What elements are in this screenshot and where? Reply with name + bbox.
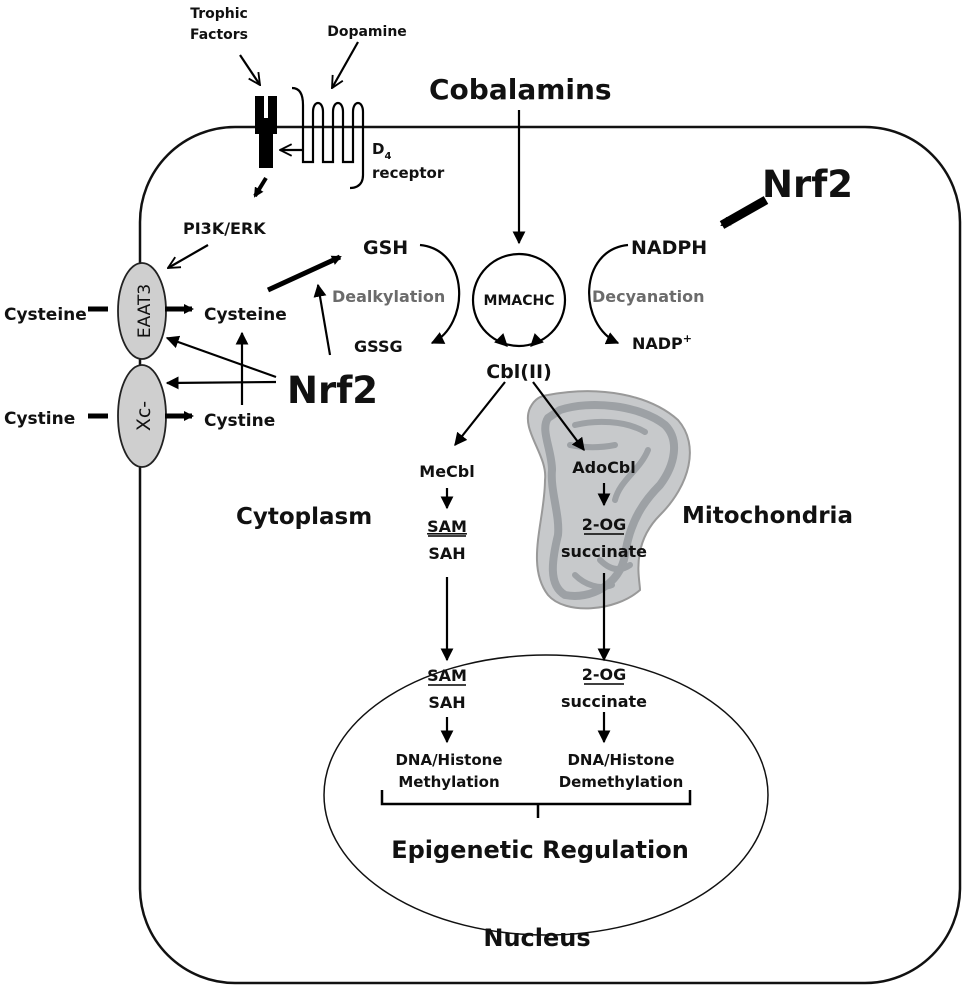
- mmachc-circle: [471, 252, 567, 348]
- d4-label: D4: [372, 140, 391, 162]
- trophic-label-2: Factors: [190, 27, 248, 43]
- mecbl-label: MeCbl: [419, 462, 474, 481]
- dealkylation-label: Dealkylation: [332, 287, 445, 306]
- cell-membrane: [138, 125, 962, 985]
- succinate-nucleus-label: succinate: [561, 692, 647, 711]
- nrf2-top-arrow: [719, 196, 769, 229]
- decyanation-label: Decyanation: [592, 287, 705, 306]
- nrf2-top-label: Nrf2: [762, 163, 853, 206]
- cytoplasm-label: Cytoplasm: [236, 504, 372, 530]
- nadph-label: NADPH: [631, 237, 707, 259]
- adocbl-label: AdoCbl: [572, 458, 636, 477]
- cysteine-to-gsh-arrow: [266, 254, 342, 293]
- cysteine-inside-label: Cysteine: [204, 305, 287, 325]
- sah-nucleus-label: SAH: [428, 693, 465, 712]
- cystine-outside-label: Cystine: [4, 409, 75, 429]
- dopamine-label: Dopamine: [327, 24, 407, 40]
- dna-methylation-label-2: Methylation: [398, 773, 499, 791]
- gssg-label: GSSG: [354, 337, 403, 356]
- nucleus-envelope: [323, 654, 769, 936]
- og-nucleus-label: 2-OG: [582, 665, 627, 684]
- trophic-label-1: Trophic: [190, 6, 248, 22]
- cystine-inside-label: Cystine: [204, 411, 275, 431]
- dna-demethylation-label-1: DNA/Histone: [567, 751, 674, 769]
- pi3k-erk-label: PI3K/ERK: [183, 219, 266, 238]
- nrf2-left-label: Nrf2: [287, 369, 378, 412]
- sah-cyto-label: SAH: [428, 544, 465, 563]
- cobalamins-label: Cobalamins: [429, 73, 612, 106]
- cbl-ii-label: Cbl(II): [486, 361, 552, 383]
- nadp-label: NADP+: [632, 332, 692, 353]
- epigenetic-regulation-label: Epigenetic Regulation: [391, 836, 689, 864]
- dna-methylation-label-1: DNA/Histone: [395, 751, 502, 769]
- eaat3-label: EAAT3: [135, 284, 155, 338]
- sam-nucleus-label: SAM: [427, 666, 467, 685]
- mitochondria-label: Mitochondria: [682, 503, 853, 529]
- cysteine-outside-label: Cysteine: [4, 305, 87, 325]
- og-mito-label: 2-OG: [582, 515, 627, 534]
- d4-receptor-label: receptor: [372, 164, 445, 182]
- mmachc-label: MMACHC: [484, 293, 555, 309]
- sam-cyto-label: SAM: [427, 517, 467, 536]
- nucleus-label: Nucleus: [483, 924, 590, 952]
- dna-demethylation-label-2: Demethylation: [559, 773, 684, 791]
- trophic-receptor: [255, 96, 277, 168]
- mitochondrion: [527, 390, 691, 610]
- succinate-mito-label: succinate: [561, 542, 647, 561]
- d4-receptor: [291, 86, 365, 190]
- xc-label: Xc-: [133, 401, 155, 431]
- epigenetic-bracket: [380, 790, 692, 818]
- gsh-label: GSH: [363, 237, 408, 259]
